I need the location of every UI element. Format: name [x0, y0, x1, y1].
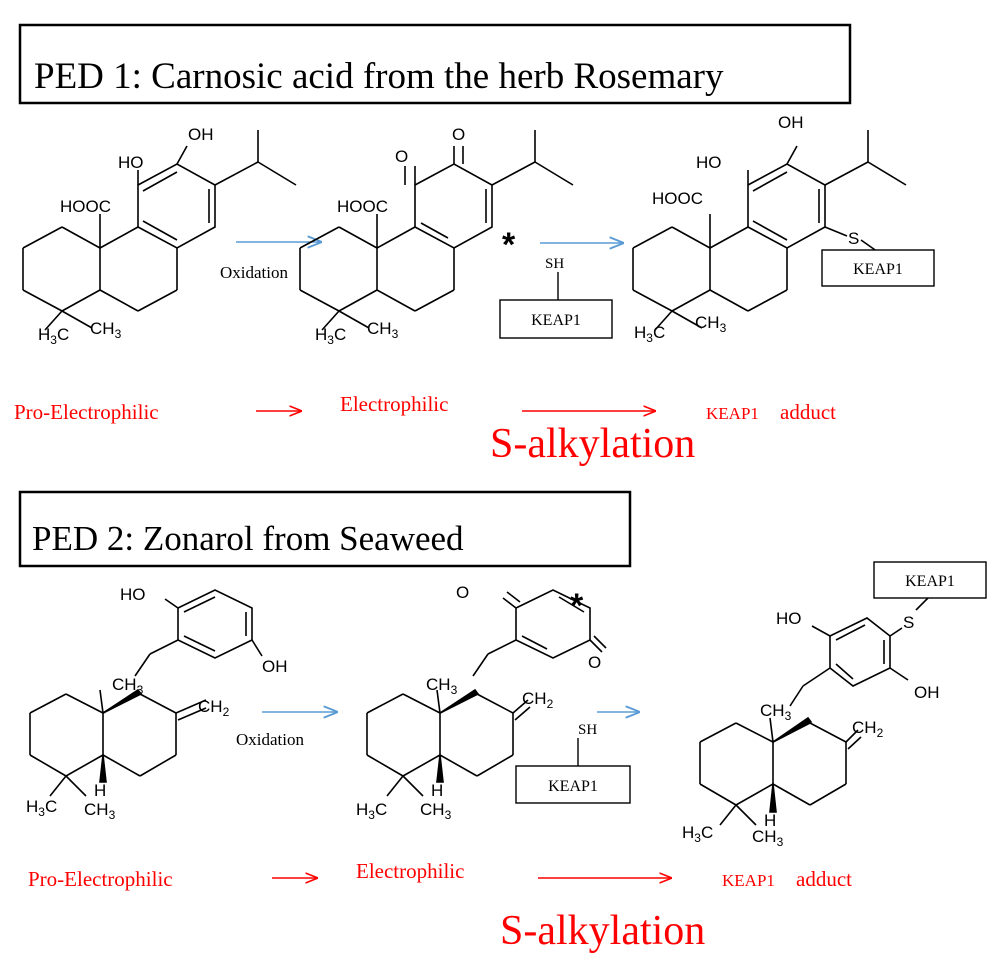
thiol-label: SH — [578, 722, 597, 738]
stage-adduct: adduct — [796, 867, 852, 891]
ch3-label: CH3 — [112, 675, 144, 697]
hooc-label: HOOC — [652, 189, 703, 208]
ho-label: HO — [776, 609, 802, 628]
keap1-reactant-label: KEAP1 — [548, 778, 598, 795]
stage-adduct-keap: KEAP1 — [722, 871, 775, 890]
h3c-label: H3C — [315, 325, 346, 347]
h3c-label: H3C — [26, 797, 57, 819]
sulfur-label: S — [903, 613, 914, 632]
keap1-reactant-label: KEAP1 — [531, 312, 581, 329]
carnosic-acid-labels: OH HO HOOC H3C CH3 — [38, 125, 214, 347]
oh-label: OH — [188, 125, 214, 144]
ch3-label: CH3 — [760, 701, 792, 723]
keap1-adduct-label: KEAP1 — [853, 261, 903, 278]
zonarol-labels: HO OH CH3 CH2 H H3C CH3 — [26, 585, 288, 822]
zonarol-adduct-labels: S HO OH CH3 CH2 H H3C CH3 — [682, 609, 940, 849]
stage-pro-electrophilic: Pro-Electrophilic — [14, 400, 159, 424]
stage-adduct: adduct — [780, 400, 836, 424]
o-label: O — [456, 583, 469, 602]
keap1-adduct-labels: OH HO HOOC H3C CH3 S — [634, 113, 859, 345]
zonarol-adduct-structure — [699, 597, 929, 826]
panel-1: PED 1: Carnosic acid from the herb Rosem… — [14, 23, 935, 467]
thiol-label: SH — [545, 256, 564, 272]
reaction-name: S-alkylation — [500, 908, 705, 954]
stage-pro-electrophilic: Pro-Electrophilic — [28, 867, 173, 891]
zonarol-quinone-labels: O O CH3 CH2 H H3C CH3 — [356, 583, 601, 822]
ch2-label: CH2 — [198, 697, 230, 719]
quinone-structure — [299, 130, 574, 331]
electrophilic-site-marker: * — [570, 587, 584, 625]
panel-2-title: PED 2: Zonarol from Seaweed — [32, 519, 464, 558]
oh-label: OH — [262, 657, 288, 676]
h3c-label: H3C — [38, 325, 69, 347]
reaction-name: S-alkylation — [490, 421, 695, 467]
ch3-label: CH3 — [90, 319, 122, 341]
keap1-adduct-label: KEAP1 — [905, 573, 955, 590]
h-label: H — [764, 811, 776, 830]
h3c-label: H3C — [634, 323, 665, 345]
stage-electrophilic: Electrophilic — [340, 392, 448, 416]
zonarol-structure — [29, 589, 263, 797]
keap1-reactant-box — [515, 765, 631, 804]
h3c-label: H3C — [682, 823, 713, 845]
h3c-label: H3C — [356, 800, 387, 822]
ch3-label: CH3 — [426, 675, 458, 697]
o-label: O — [588, 653, 601, 672]
h-label: H — [94, 781, 106, 800]
panel-2-title-box — [18, 490, 632, 568]
oxidation-label: Oxidation — [236, 730, 304, 749]
keap1-adduct-structure — [632, 130, 907, 331]
ch3-label: CH3 — [367, 319, 399, 341]
panel-1-title-box — [18, 23, 852, 105]
keap1-adduct-box — [821, 249, 935, 287]
keap1-reactant-box — [499, 299, 613, 339]
stage-adduct-keap: KEAP1 — [706, 404, 759, 423]
ch3-label: CH3 — [752, 827, 784, 849]
hooc-label: HOOC — [60, 197, 111, 216]
keap1-adduct-box — [873, 561, 987, 599]
carnosic-acid-structure — [22, 130, 297, 331]
oh-label: OH — [914, 683, 940, 702]
hooc-label: HOOC — [337, 197, 388, 216]
ho-label: HO — [118, 153, 144, 172]
panel-2: PED 2: Zonarol from Seaweed — [18, 490, 987, 954]
h-label: H — [431, 781, 443, 800]
electrophilic-site-marker: * — [502, 226, 516, 264]
o-label: O — [452, 125, 465, 144]
ch2-label: CH2 — [522, 689, 554, 711]
oxidation-label: Oxidation — [220, 263, 288, 282]
quinone-labels: O O HOOC H3C CH3 — [315, 125, 465, 347]
oh-label: OH — [778, 113, 804, 132]
ch3-label: CH3 — [695, 313, 727, 335]
ch2-label: CH2 — [852, 718, 884, 740]
ch3-label: CH3 — [84, 800, 116, 822]
zonarol-quinone-structure — [366, 589, 607, 797]
stage-electrophilic: Electrophilic — [356, 859, 464, 883]
ho-label: HO — [696, 153, 722, 172]
panel-1-title: PED 1: Carnosic acid from the herb Rosem… — [34, 56, 724, 97]
o-label: O — [395, 147, 408, 166]
ho-label: HO — [120, 585, 146, 604]
sulfur-label: S — [848, 229, 859, 248]
ch3-label: CH3 — [420, 800, 452, 822]
